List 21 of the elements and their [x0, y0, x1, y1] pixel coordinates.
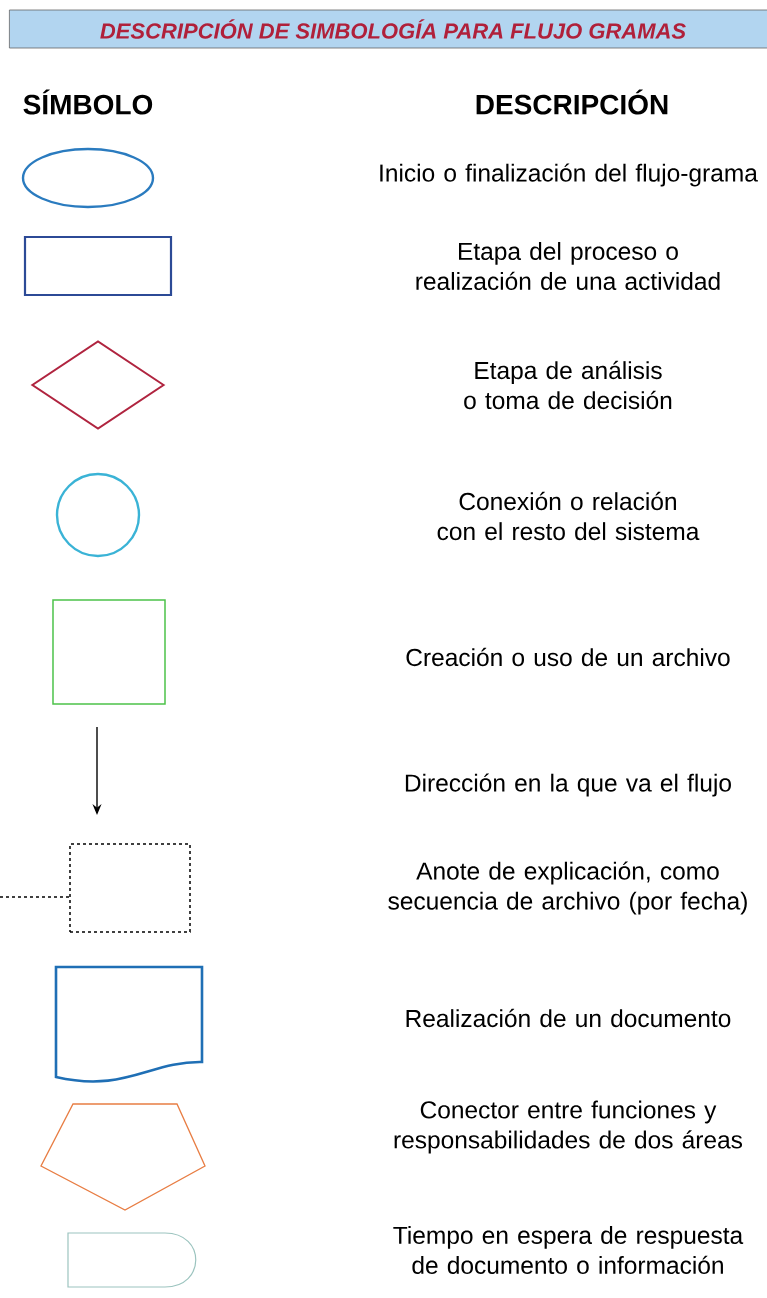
- title-banner: DESCRIPCIÓN DE SIMBOLOGÍA PARA FLUJO GRAMAS: [9, 9, 767, 49]
- circle-symbol: [55, 472, 141, 558]
- description-text: Etapa del proceso o realización de una actividad: [416, 242, 720, 290]
- description-text: Anote de explicación, como secuencia de archivo (por fecha): [388, 861, 747, 915]
- description-text: Creación o uso de un archivo: [406, 647, 730, 667]
- square-symbol: [52, 599, 166, 705]
- delay-symbol: [67, 1232, 197, 1288]
- column-heading: DESCRIPCIÓN: [476, 89, 668, 115]
- rectangle-symbol: [23, 235, 173, 297]
- ellipse-symbol: [21, 147, 155, 209]
- description-text: Tiempo en espera de respuesta de documento o información: [393, 1226, 744, 1274]
- document-symbol: [54, 965, 204, 1083]
- description-text: Conector entre funciones y responsabilidades de dos áreas: [394, 1100, 743, 1154]
- column-heading: SÍMBOLO: [23, 89, 153, 115]
- description-text: Realización de un documento: [406, 1008, 731, 1028]
- description-text: Inicio o finalización del flujo-grama: [380, 163, 758, 187]
- description-text: Etapa de análisis o toma de decisión: [464, 360, 672, 410]
- description-text: Dirección en la que va el flujo: [405, 773, 731, 797]
- description-text: Conexión o relación con el resto del sistema: [437, 491, 700, 541]
- annotation-symbol: [0, 843, 191, 933]
- pentagon-symbol: [40, 1103, 206, 1211]
